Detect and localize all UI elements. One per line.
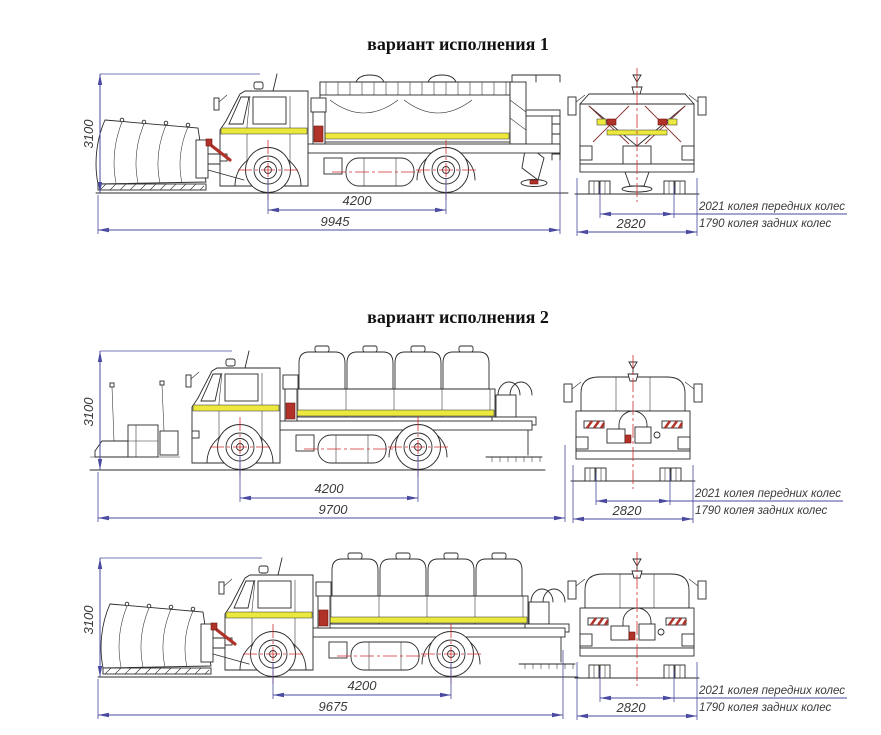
variant2-row2-side-view: 3100 4200 9675 [81, 552, 579, 719]
dim-tracks-v2a: 2021 колея передних колес 1790 колея зад… [595, 473, 843, 517]
variant1-side-view: 3100 4200 9945 [81, 73, 569, 234]
length-value: 9700 [319, 502, 349, 517]
dim-width-v2b: 2820 [576, 662, 698, 720]
dim-wheelbase-v2b: 4200 [272, 662, 452, 699]
dim-width-v2a: 2820 [572, 465, 694, 523]
height-value: 3100 [81, 397, 96, 427]
variant2-row1-rear-view: 2021 колея передних колес 1790 колея зад… [563, 354, 843, 523]
dim-length-v2b: 9675 [97, 650, 564, 719]
variant2-row2-rear-view: 2021 колея передних колес 1790 колея зад… [567, 551, 847, 720]
width-value: 2820 [616, 700, 647, 715]
rear-track-label: 1790 колея задних колес [699, 702, 832, 714]
dim-height-v2a: 3100 [81, 350, 232, 470]
dim-length-v2a: 9700 [97, 445, 566, 522]
variant1-rear-view: 2021 колея передних колес 1790 колея зад… [567, 67, 847, 236]
front-track-label: 2021 колея передних колес [698, 201, 845, 213]
dim-wheelbase-v2a: 4200 [239, 455, 419, 502]
front-track-label: 2021 колея передних колес [698, 685, 845, 697]
front-track-label: 2021 колея передних колес [694, 488, 841, 500]
height-value: 3100 [81, 119, 96, 149]
width-value: 2820 [616, 216, 647, 231]
wheelbase-value: 4200 [343, 193, 373, 208]
length-value: 9945 [321, 214, 351, 229]
dim-height-v1: 3100 [81, 73, 260, 193]
width-value: 2820 [612, 503, 643, 518]
wheelbase-value: 4200 [348, 678, 378, 693]
rear-track-label: 1790 колея задних колес [699, 218, 832, 230]
rear-track-label: 1790 колея задних колес [695, 505, 828, 517]
variant2-row1-side-view: 3100 4200 9700 [81, 345, 566, 522]
length-value: 9675 [319, 699, 349, 714]
variant2-title: вариант исполнения 2 [367, 307, 549, 327]
dim-wheelbase-v1: 4200 [267, 178, 447, 214]
variant1-title: вариант исполнения 1 [367, 34, 549, 54]
height-value: 3100 [81, 605, 96, 635]
dim-height-v2b: 3100 [81, 557, 262, 677]
dim-length-v1: 9945 [97, 160, 561, 234]
dim-tracks-v1: 2021 колея передних колес 1790 колея зад… [599, 186, 847, 230]
dim-width-v1: 2820 [576, 178, 698, 236]
dim-tracks-v2b: 2021 колея передних колес 1790 колея зад… [599, 670, 847, 714]
wheelbase-value: 4200 [315, 481, 345, 496]
